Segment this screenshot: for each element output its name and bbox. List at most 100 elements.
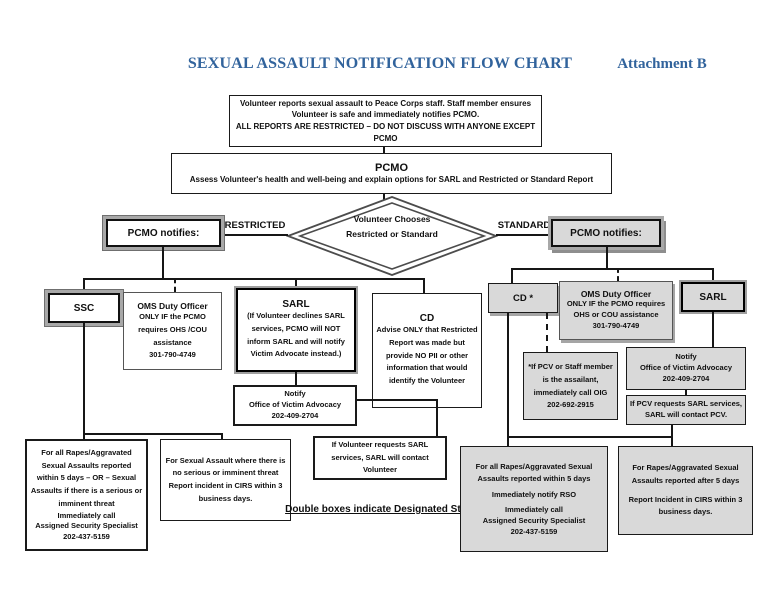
connector-oms-right-dashed — [617, 268, 619, 281]
oms-right-box: OMS Duty Officer ONLY IF the PCMO requir… — [559, 281, 673, 340]
sarl-right-label: SARL — [699, 291, 727, 303]
connector-sarlright-notify — [712, 312, 714, 347]
connector-notify-ifpcv — [685, 390, 687, 395]
ssc-label: SSC — [73, 302, 95, 314]
decision-text: Volunteer Chooses Restricted or Standard — [286, 212, 498, 243]
page-title: SEXUAL ASSAULT NOTIFICATION FLOW CHART — [187, 55, 573, 72]
notify-left-line2: Office of Victim Advocacy — [248, 400, 342, 410]
report-line2: Volunteer is safe and immediately notifi… — [291, 110, 480, 120]
connector-sarl-right-drop — [712, 268, 714, 282]
oms-right-title: OMS Duty Officer — [580, 289, 652, 300]
oms-right-phone: 301-790-4749 — [592, 320, 640, 330]
aggravated-left-p1: For all Rapes/Aggravated Sexual Assaults… — [30, 447, 143, 508]
connector-right-rail — [511, 268, 714, 270]
sarl-left-title: SARL — [282, 299, 310, 310]
connector-left-stem — [162, 247, 164, 278]
report-line3: ALL REPORTS ARE RESTRICTED – DO NOT DISC… — [235, 122, 536, 143]
ssc-box: SSC — [48, 293, 120, 323]
connector-within5-drop — [507, 436, 509, 446]
within5-right-box: For all Rapes/Aggravated Sexual Assaults… — [460, 446, 608, 552]
after5-right-box: For Rapes/Aggravated Sexual Assaults rep… — [618, 446, 753, 535]
oms-right-body: ONLY IF the PCMO requires OHS or COU ass… — [566, 299, 666, 320]
connector-left-rail — [83, 278, 425, 280]
oms-left-box: OMS Duty Officer ONLY IF the PCMO requir… — [123, 292, 222, 370]
sarl-left-body: (If Volunteer declines SARL services, PC… — [247, 311, 345, 359]
connector-ssc-long — [83, 323, 85, 433]
notify-right-line1: Notify — [675, 352, 697, 362]
notify-left-phone: 202-409-2704 — [271, 410, 319, 420]
cd-left-body: Advise ONLY that Restricted Report was m… — [376, 325, 478, 386]
notify-left-box: Notify Office of Victim Advocacy 202-409… — [233, 385, 357, 426]
connector-notify-elbow-v — [436, 399, 438, 436]
attachment-label: Attachment B — [617, 56, 707, 72]
connector-bottomright-rail — [507, 436, 673, 438]
connector-sarl-notify-left — [295, 372, 297, 385]
notify-right-box: Notify Office of Victim Advocacy 202-409… — [626, 347, 746, 390]
connector-cd-right-drop — [511, 268, 513, 283]
connector-nothreat-drop — [221, 433, 223, 439]
if-pcv-requests-body: If PCV requests SARL services, SARL will… — [630, 399, 742, 419]
pcmo-notifies-left-box: PCMO notifies: — [106, 219, 221, 247]
oms-left-body: ONLY IF the PCMO requires OHS /COU assis… — [138, 312, 207, 347]
aggravated-left-p2: Immediately call — [57, 510, 116, 520]
sarl-left-box: SARL (If Volunteer declines SARL service… — [236, 288, 356, 372]
connector-notify-elbow-h — [357, 399, 438, 401]
connector-sarl-left-drop — [295, 278, 297, 288]
no-threat-p1: For Sexual Assault where there is no ser… — [165, 455, 286, 478]
oig-box: *If PCV or Staff member is the assailant… — [523, 352, 618, 420]
report-box: Volunteer reports sexual assault to Peac… — [229, 95, 542, 147]
cd-right-box: CD * — [488, 283, 558, 313]
pcmo-notifies-left-label: PCMO notifies: — [127, 227, 200, 239]
notify-right-phone: 202-409-2704 — [662, 373, 710, 383]
connector-cd-left-drop — [423, 278, 425, 293]
connector-aggravated-drop — [83, 433, 85, 439]
within5-p3: Immediately call — [505, 504, 563, 514]
connector-cdright-long — [507, 313, 509, 436]
report-line1: Volunteer reports sexual assault to Peac… — [239, 98, 532, 108]
connector-report-pcmo — [383, 147, 385, 153]
connector-oig-dashed — [546, 313, 548, 352]
cd-right-label: CD * — [512, 292, 534, 304]
within5-p2: Immediately notify RSO — [491, 490, 577, 499]
decision-diamond — [286, 196, 498, 276]
cd-left-title: CD — [419, 313, 435, 325]
connector-pcmo-decision — [383, 194, 385, 200]
within5-p1: For all Rapes/Aggravated Sexual Assaults… — [475, 461, 593, 484]
sarl-right-box: SARL — [681, 282, 745, 312]
restricted-label: RESTRICTED — [224, 220, 286, 231]
connector-restricted — [221, 234, 288, 236]
within5-phone: 202-437-5159 — [510, 526, 558, 536]
connector-right-stem — [606, 247, 608, 268]
if-volunteer-requests-box: If Volunteer requests SARL services, SAR… — [313, 436, 447, 480]
cd-left-box: CD Advise ONLY that Restricted Report wa… — [372, 293, 482, 408]
pcmo-body: Assess Volunteer's health and well-being… — [189, 174, 594, 184]
aggravated-left-phone: 202-437-5159 — [63, 532, 110, 542]
after5-p1: For Rapes/Aggravated Sexual Assaults rep… — [631, 463, 740, 485]
no-threat-p2: Report incident in CIRS within 3 busines… — [168, 481, 283, 503]
decision-line1: Volunteer Chooses — [353, 214, 431, 224]
aggravated-left-box: For all Rapes/Aggravated Sexual Assaults… — [25, 439, 148, 551]
connector-ssc-drop — [83, 278, 85, 293]
pcmo-notifies-right-label: PCMO notifies: — [570, 227, 642, 239]
pcmo-title: PCMO — [375, 161, 408, 174]
standard-label: STANDARD — [497, 220, 551, 231]
aggravated-left-p3: Assigned Security Specialist — [35, 521, 138, 531]
oig-body: *If PCV or Staff member is the assailant… — [528, 362, 613, 397]
decision-line2: Restricted or Standard — [346, 229, 438, 240]
oms-left-phone: 301-790-4749 — [149, 349, 196, 359]
connector-bottomleft-rail — [83, 433, 223, 435]
if-pcv-requests-box: If PCV requests SARL services, SARL will… — [626, 395, 746, 425]
oms-left-title: OMS Duty Officer — [137, 301, 208, 312]
notify-left-line1: Notify — [284, 389, 306, 399]
within5-p4: Assigned Security Specialist — [482, 515, 586, 525]
connector-ifpcv-drop — [671, 425, 673, 446]
connector-standard — [496, 234, 552, 236]
pcmo-notifies-right-box: PCMO notifies: — [551, 219, 661, 247]
designated-staff-note: Double boxes indicate Designated Staff — [285, 504, 473, 515]
oig-phone: 202-692-2915 — [547, 399, 594, 409]
after5-p2: Report Incident in CIRS within 3 busines… — [628, 494, 743, 517]
no-threat-box: For Sexual Assault where there is no ser… — [160, 439, 291, 521]
if-volunteer-requests-body: If Volunteer requests SARL services, SAR… — [331, 439, 429, 475]
notify-right-line2: Office of Victim Advocacy — [639, 363, 733, 373]
